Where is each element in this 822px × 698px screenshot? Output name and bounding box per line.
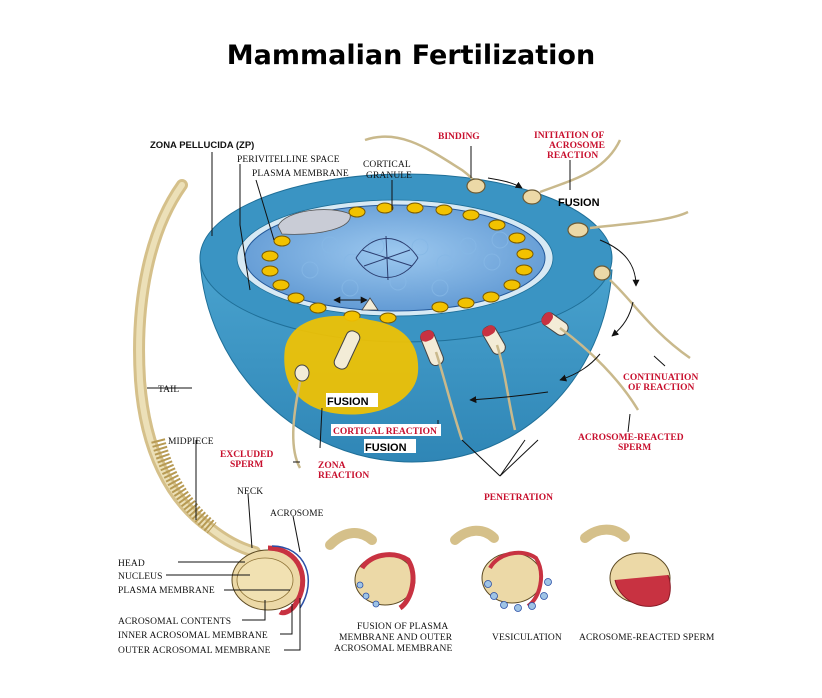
fusion-mid-bg [326,393,378,407]
label-fusion-of-plasma-3: ACROSOMAL MEMBRANE [334,644,452,654]
acrosome-cap [267,545,306,616]
label-acrosomal-contents: ACROSOMAL CONTENTS [118,617,231,627]
label-initiation-2: ACROSOME [549,141,605,151]
page-title: Mammalian Fertilization [227,40,595,71]
label-nucleus: NUCLEUS [118,572,163,582]
label-fusion-low: FUSION [365,442,407,454]
label-cortical-reaction: CORTICAL REACTION [333,427,437,437]
label-perivitelline-space: PERIVITELLINE SPACE [237,155,340,165]
label-inner-acrosomal-membrane: INNER ACROSOMAL MEMBRANE [118,631,268,641]
label-fusion-of-plasma-1: FUSION OF PLASMA [357,622,448,632]
continuation-sperm [593,265,691,360]
label-midpiece: MIDPIECE [168,437,214,447]
label-zona-reaction-2: REACTION [318,471,369,481]
label-cortical-granule-2: GRANULE [366,171,412,181]
cortical-reaction-bg [331,424,441,436]
fusion-site [361,297,379,311]
reacted-sperm-tails [434,326,640,441]
fusion-low-bg [364,439,416,453]
label-excluded-sperm-1: EXCLUDED [220,450,273,460]
label-zona-pellucida: ZONA PELLUCIDA (ZP) [150,140,254,151]
label-acrosome-reacted-1: ACROSOME-REACTED [578,433,684,443]
fusion-top-sperm [567,210,689,238]
label-acrosome-reacted-2: SPERM [618,443,651,453]
label-tail: TAIL [158,385,179,395]
label-plasma-membrane-bottom: PLASMA MEMBRANE [118,586,215,596]
zona-reaction-region [284,315,419,415]
label-fusion-top: FUSION [558,197,600,209]
label-vesiculation: VESICULATION [492,633,562,643]
label-initiation-3: REACTION [547,151,598,161]
reaction-stage-2 [450,525,552,612]
label-continuation-2: OF REACTION [628,383,695,393]
label-outer-acrosomal-membrane: OUTER ACROSOMAL MEMBRANE [118,646,271,656]
label-plasma-membrane-top: PLASMA MEMBRANE [252,169,349,179]
reaction-stage-1 [325,528,416,611]
binding-sperm [364,135,486,194]
label-zona-reaction-1: ZONA [318,461,346,471]
label-fusion-of-plasma-2: MEMBRANE AND OUTER [339,633,453,643]
egg-cell [199,173,613,463]
reaction-stage-3 [580,524,671,607]
process-arrows [333,177,640,404]
sperm-nucleus [236,557,294,603]
label-penetration: PENETRATION [484,493,553,503]
label-continuation-1: CONTINUATION [623,373,698,383]
label-head: HEAD [118,559,145,569]
label-binding: BINDING [438,132,480,142]
spindle [355,235,419,281]
initiation-sperm [522,139,622,205]
large-sperm [133,179,309,616]
label-fusion-mid: FUSION [327,396,369,408]
label-acrosome-reacted-sperm: ACROSOME-REACTED SPERM [579,633,715,643]
label-neck: NECK [237,487,263,497]
cortical-granules [261,202,534,324]
label-cortical-granule-1: CORTICAL [363,160,411,170]
cytoplasm-texture [301,231,509,297]
label-excluded-sperm-2: SPERM [230,460,263,470]
label-initiation-1: INITIATION OF [534,131,604,141]
leader-lines [147,146,666,651]
label-acrosome: ACROSOME [270,509,324,519]
